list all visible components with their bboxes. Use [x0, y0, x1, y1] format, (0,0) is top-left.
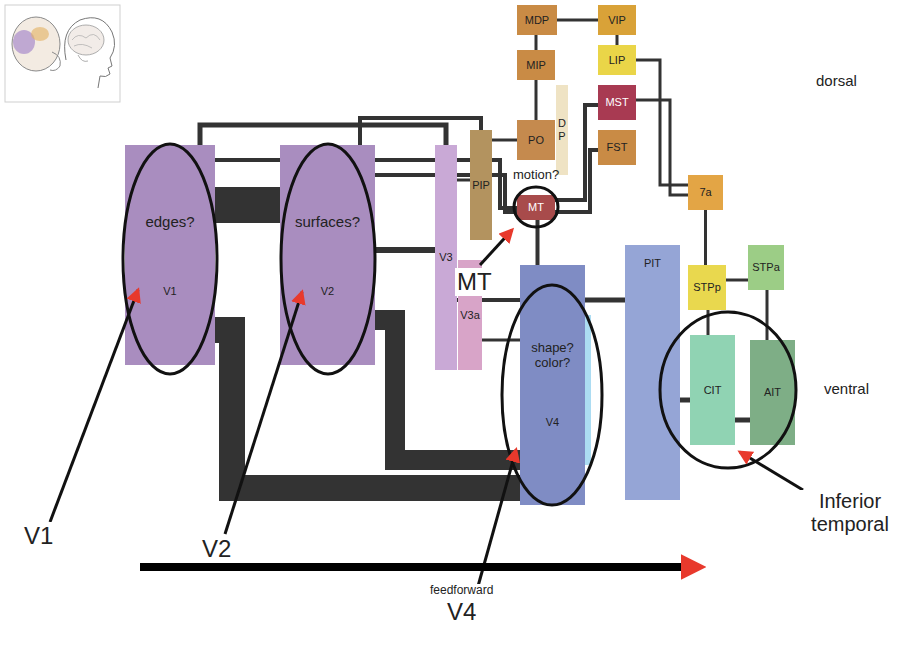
- area-name: V3: [439, 251, 452, 264]
- mt-ellipse: [514, 187, 558, 227]
- area-box: CIT: [690, 335, 735, 445]
- area-name: VIP: [608, 14, 626, 27]
- area-box: PIT: [625, 245, 680, 500]
- area-box: edges? V1: [125, 145, 215, 365]
- area-box: STPa: [748, 245, 784, 290]
- area-box: LIP: [598, 45, 636, 75]
- projection-line: [536, 220, 540, 265]
- area-box: FST: [598, 130, 636, 165]
- area-box: MT: [517, 195, 555, 220]
- area-note: edges?: [145, 213, 194, 230]
- annotation-label: V1: [22, 522, 55, 550]
- leader-line: [475, 450, 516, 597]
- projection-line: [585, 298, 625, 303]
- area-name: PO: [528, 134, 544, 147]
- projection-line: [704, 210, 707, 265]
- leader-line: [740, 452, 803, 490]
- area-box: AIT: [750, 340, 795, 445]
- area-name: MT: [528, 201, 544, 214]
- area-note: surfaces?: [295, 213, 360, 230]
- projection-line: [707, 310, 710, 335]
- area-box: VIP: [598, 5, 636, 35]
- projection-line: [636, 100, 688, 195]
- area-box: PO: [517, 120, 555, 160]
- area-name: LIP: [609, 54, 626, 67]
- annotation-label: V2: [200, 535, 233, 563]
- area-name: MIP: [526, 59, 546, 72]
- projection-line: [726, 279, 748, 282]
- annotation-label: dorsal: [814, 72, 859, 89]
- brain-illustration: [5, 5, 120, 102]
- area-name: AIT: [764, 386, 781, 399]
- v2-ellipse: [281, 144, 375, 374]
- area-box: shape? color? V4: [520, 265, 585, 505]
- area-name: MST: [605, 96, 628, 109]
- it-ellipse: [660, 312, 796, 468]
- projection-line: [360, 118, 481, 145]
- annotation-label: motion?: [511, 168, 561, 183]
- area-name: V1: [163, 285, 176, 298]
- projection-line: [535, 35, 538, 50]
- area-box: MIP: [517, 50, 555, 80]
- projection-line: [482, 339, 520, 342]
- projection-line: [215, 187, 280, 223]
- v1-ellipse: [123, 144, 217, 374]
- projection-line: [375, 247, 435, 253]
- projection-line: [200, 125, 446, 145]
- projection-line: [636, 60, 688, 185]
- leader-line: [480, 230, 512, 265]
- projection-line: [535, 80, 538, 120]
- area-box: PIP: [470, 130, 492, 240]
- projection-line: [557, 19, 598, 22]
- projection-line: [457, 179, 470, 182]
- area-name: MDP: [525, 14, 549, 27]
- projection-line: [492, 139, 517, 142]
- annotation-label: feedforward: [428, 584, 495, 598]
- area-name: 7a: [699, 186, 711, 199]
- area-box: surfaces? V2: [280, 145, 375, 365]
- projection-line: [766, 290, 769, 340]
- leader-line: [50, 290, 138, 522]
- area-box: 7a: [688, 175, 723, 210]
- leader-line: [225, 292, 302, 534]
- projection-line: [735, 418, 750, 423]
- area-box: MDP: [517, 5, 557, 35]
- area-name: V3a: [460, 309, 480, 322]
- area-box: D P: [556, 85, 568, 175]
- annotation-label: ventral: [822, 380, 871, 397]
- feedforward-arrow: [140, 563, 686, 571]
- area-name: CIT: [704, 384, 722, 397]
- annotation-label: MT: [455, 268, 494, 296]
- area-name: D P: [557, 117, 567, 142]
- area-name: V4: [546, 416, 559, 429]
- area-name: V2: [321, 285, 334, 298]
- v4-ellipse: [502, 285, 602, 505]
- area-name: PIT: [644, 257, 661, 270]
- area-box: V3: [435, 145, 457, 370]
- area-box: MST: [598, 85, 636, 120]
- projection-line: [680, 398, 690, 403]
- area-name: STPp: [693, 281, 721, 294]
- area-box: STPp: [688, 265, 726, 310]
- area-name: STPa: [752, 261, 780, 274]
- area-name: FST: [607, 141, 628, 154]
- area-name: PIP: [472, 179, 490, 192]
- annotation-label: Inferior temporal: [800, 490, 900, 536]
- area-note: shape? color?: [521, 341, 584, 371]
- projection-line: [616, 35, 619, 45]
- annotation-label: V4: [445, 598, 478, 626]
